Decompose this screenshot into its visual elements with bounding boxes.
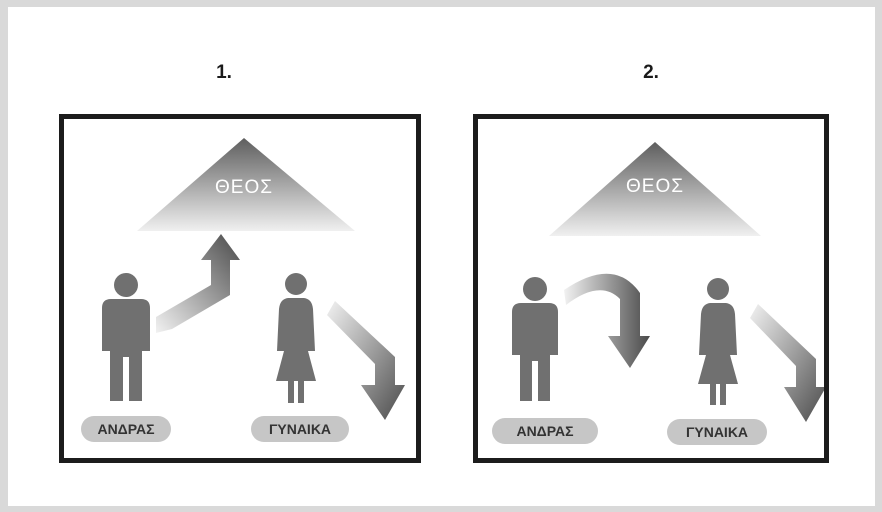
curved-arrow-icon (564, 273, 650, 368)
god-pyramid-icon (549, 142, 761, 236)
god-pyramid-icon (137, 138, 355, 231)
panel-1: ΘΕΟΣ ΑΝΔΡΑΣ ΓΥΝΑΙΚΑ (59, 114, 421, 463)
man-icon (102, 273, 150, 401)
god-label: ΘΕΟΣ (215, 177, 273, 198)
panel-2-number: 2. (643, 62, 659, 83)
man-label: ΑΝΔΡΑΣ (492, 418, 598, 444)
god-label: ΘΕΟΣ (626, 176, 684, 197)
man-icon (512, 277, 558, 401)
downward-arrow-icon (750, 304, 824, 422)
woman-icon (276, 273, 316, 403)
woman-label: ΓΥΝΑΙΚΑ (251, 416, 349, 442)
upward-arrow-icon (156, 234, 240, 333)
woman-label: ΓΥΝΑΙΚΑ (667, 419, 767, 445)
man-label: ΑΝΔΡΑΣ (81, 416, 171, 442)
woman-icon (698, 278, 738, 405)
diagram-page: 1. (8, 7, 875, 506)
panel-2: ΘΕΟΣ ΑΝΔΡΑΣ ΓΥΝΑΙΚΑ (473, 114, 829, 463)
downward-arrow-icon (327, 301, 405, 420)
panel-1-number: 1. (216, 62, 232, 83)
